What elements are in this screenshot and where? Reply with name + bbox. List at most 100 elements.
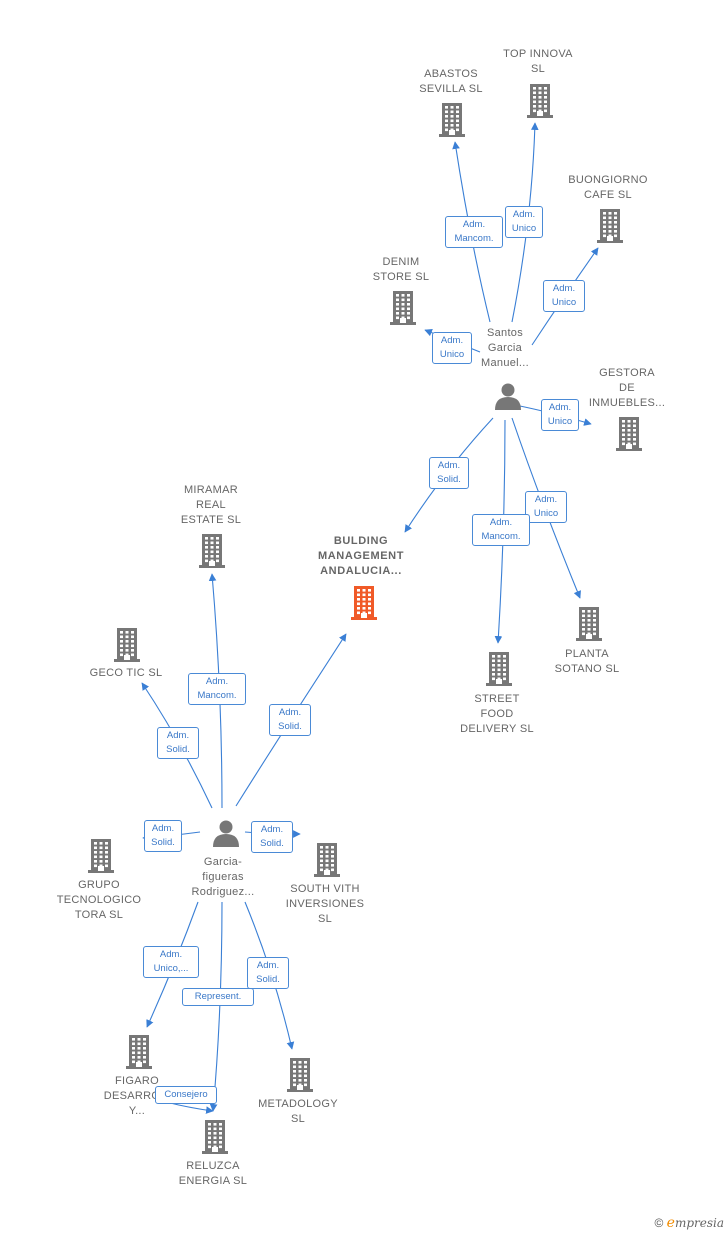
building-icon [314,843,340,877]
node-label-line: TECNOLOGICO [56,894,142,906]
node-label-topinnova[interactable]: TOP INNOVA SL [478,47,598,77]
node-label-line: SL [290,1113,306,1125]
edge-label-line: Adm. [260,824,284,835]
edge-label-garcia-figaro[interactable]: Adm. Unico,... [143,946,199,978]
edge-label-santos-bulding[interactable]: Adm.Solid. [429,457,469,489]
building-icon [114,628,140,662]
node-label-line: CAFE SL [584,189,632,201]
node-label-line: TOP INNOVA [503,48,573,60]
node-label-line: DENIM [382,256,420,268]
node-label-line: INMUEBLES... [588,397,666,409]
node-label-line: RELUZCA [186,1160,240,1172]
node-label-line: MANAGEMENT [317,550,405,562]
edge-label-line: Solid. [260,838,284,849]
building-icon [199,534,225,568]
node-label-line: figueras [202,871,244,883]
building-icon [390,291,416,325]
node-label-line: BUONGIORNO [568,174,648,186]
node-label-line: Y... [128,1105,146,1117]
node-label-line: GESTORA [599,367,655,379]
node-label-line: SL [530,63,546,75]
edge-label-santos-planta[interactable]: Adm.Unico [525,491,567,523]
edge-label-line: Adm. [489,517,513,528]
building-icon [576,607,602,641]
node-label-line: SL [317,913,333,925]
building-icon [597,209,623,243]
edge-label-line: Adm. [256,960,280,971]
focus-building-icon [351,586,377,620]
edge-label-line: Unico [439,349,465,360]
node-label-line: MIRAMAR [183,484,239,496]
node-label-grupo[interactable]: GRUPO TECNOLOGICO TORA SL [39,878,159,923]
node-label-line: GECO TIC SL [89,667,163,679]
edge-label-line: Adm. [552,283,576,294]
edge-label-santos-street[interactable]: Adm.Mancom. [472,514,530,546]
node-label-line: Garcia- [203,856,243,868]
edge-label-line: Solid. [256,974,280,985]
edge-label-garcia-miramar[interactable]: Adm.Mancom. [188,673,246,705]
edge-label-line: Unico [547,416,573,427]
edge-label-line: Adm. [548,402,572,413]
node-label-line: Garcia [487,342,523,354]
edge-label-line: Unico [551,297,577,308]
node-label-buongiorno[interactable]: BUONGIORNO CAFE SL [548,173,668,203]
node-label-line: SOTANO SL [554,663,620,675]
building-icon [126,1035,152,1069]
building-icon [88,839,114,873]
node-label-southvith[interactable]: SOUTH VITH INVERSIONES SL [265,882,385,927]
building-icon [616,417,642,451]
building-icon [202,1120,228,1154]
edge-label-line: Solid. [278,721,302,732]
node-label-line: DESARRO... [103,1090,171,1102]
edge-label-santos-buongiorno[interactable]: Adm. Unico [543,280,585,312]
node-label-line: STREET [474,693,520,705]
node-label-line: INVERSIONES [285,898,365,910]
node-label-line: Manuel... [481,357,529,369]
edge-label-line: Mancom. [454,233,494,244]
node-label-line: SEVILLA SL [419,83,483,95]
brand-name: mpresia [674,1216,724,1230]
edge-label-garcia-metadology[interactable]: Adm. Solid. [247,957,289,989]
edge-label-line: Adm. [151,823,175,834]
node-label-line: GRUPO [78,879,120,891]
edge-label-garcia-geco[interactable]: Adm.Solid. [157,727,199,759]
edge-label-line: Represent. [194,991,242,1002]
edge-label-figaro-reluzca[interactable]: Consejero [155,1086,217,1104]
edge-label-line: Adm. [159,949,183,960]
node-label-line: TORA SL [74,909,124,921]
edge-label-garcia-grupo[interactable]: Adm. Solid. [144,820,182,852]
edge-label-line: Consejero [164,1089,208,1100]
node-label-line: DELIVERY SL [460,723,534,735]
edge-label-garcia-reluzca[interactable]: Represent. [182,988,254,1006]
edge-label-line: Adm. [278,707,302,718]
edge-label-garcia-bulding[interactable]: Adm. Solid. [269,704,311,736]
edge-label-line: Unico [533,508,559,519]
edge-label-santos-denim[interactable]: Adm.Unico [432,332,472,364]
node-label-metadology[interactable]: METADOLOGY SL [238,1097,358,1127]
node-label-line: METADOLOGY [258,1098,338,1110]
edge-label-santos-abastos[interactable]: Adm.Mancom. [445,216,503,248]
person-icon [213,820,239,847]
edge-label-garcia-southvith[interactable]: Adm. Solid. [251,821,293,853]
edge-label-santos-topinnova[interactable]: Adm.Unico [505,206,543,238]
node-label-geco[interactable]: GECO TIC SL [66,666,186,681]
edge-label-line: Mancom. [197,690,237,701]
edge-label-line: Unico,... [153,963,189,974]
edge-label-line: Solid. [151,837,175,848]
node-label-line: SOUTH VITH [290,883,360,895]
edge-label-santos-gestora[interactable]: Adm. Unico [541,399,579,431]
node-label-line: BULDING [333,535,389,547]
edge-garcia-reluzca [209,901,223,1112]
node-label-line: ESTATE SL [180,514,242,526]
